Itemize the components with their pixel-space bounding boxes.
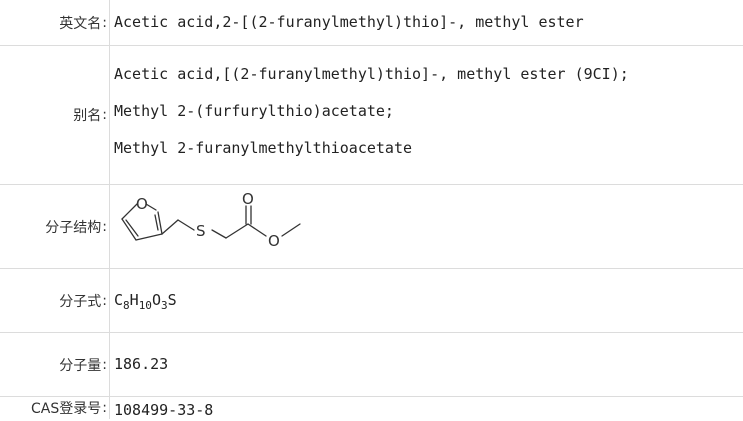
element-symbol: H: [129, 291, 139, 309]
aliases-label: 别名: [0, 46, 110, 184]
atom-label: O: [268, 232, 280, 250]
bond: [157, 210, 163, 235]
bond: [154, 213, 159, 231]
bond: [211, 228, 227, 239]
structure-label: 分子结构: [0, 185, 110, 268]
structure-value: O S O O: [114, 185, 743, 268]
bond: [145, 202, 157, 211]
molecular-weight-row: 分子量 186.23: [0, 333, 743, 397]
bond: [121, 202, 138, 220]
bond: [177, 218, 195, 231]
bond: [161, 218, 179, 235]
alias-line: Acetic acid,[(2-furanylmethyl)thio]-, me…: [114, 65, 629, 83]
element-symbol: O: [151, 291, 161, 309]
molecular-structure-diagram: O S O O: [121, 192, 301, 250]
element-count: 8: [123, 299, 130, 312]
english-name-row: 英文名 Acetic acid,2-[(2-furanylmethyl)thio…: [0, 0, 743, 46]
bond: [225, 222, 249, 239]
english-name-value: Acetic acid,2-[(2-furanylmethyl)thio]-, …: [114, 13, 584, 31]
bond: [125, 218, 139, 237]
bond: [121, 217, 137, 241]
element-symbol: C: [114, 291, 124, 309]
atom-label: O: [242, 192, 254, 208]
alias-line: Methyl 2-(furfurylthio)acetate;: [114, 102, 394, 120]
formula-label: 分子式: [0, 269, 110, 332]
structure-row: 分子结构: [0, 185, 743, 269]
molecular-weight-label: 分子量: [0, 333, 110, 396]
bond: [135, 232, 163, 241]
cas-row: CAS登录号 108499-33-8: [0, 397, 743, 419]
aliases-value: Acetic acid,[(2-furanylmethyl)thio]-, me…: [114, 46, 743, 167]
atom-label: O: [136, 195, 148, 213]
bond: [247, 222, 267, 237]
element-count: 3: [160, 299, 168, 312]
element-count: 10: [138, 299, 152, 312]
atom-label: S: [196, 222, 206, 240]
molecular-weight-value: 186.23: [114, 355, 169, 373]
english-name-label: 英文名: [0, 0, 110, 45]
element-symbol: S: [167, 291, 177, 309]
formula-row: 分子式 C8H10O3S: [0, 269, 743, 333]
bond: [281, 222, 301, 237]
formula-value: C8H10O3S: [114, 269, 743, 332]
cas-value: 108499-33-8: [114, 401, 214, 419]
alias-line: Methyl 2-furanylmethylthioacetate: [114, 139, 413, 157]
cas-label: CAS登录号: [0, 397, 110, 419]
aliases-row: 别名 Acetic acid,[(2-furanylmethyl)thio]-,…: [0, 46, 743, 185]
